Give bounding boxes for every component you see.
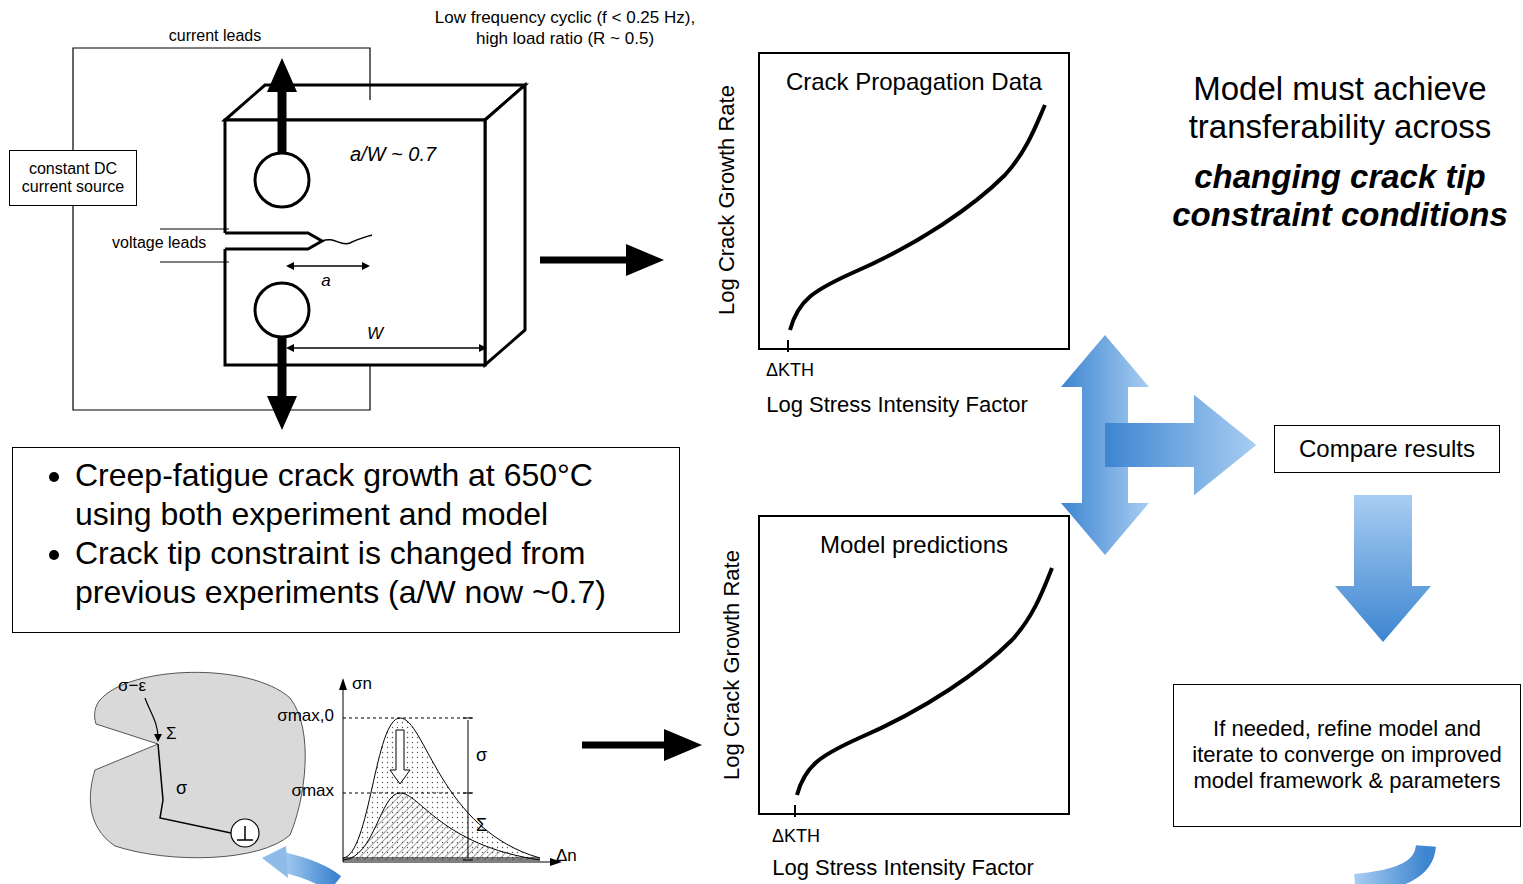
label: ΔKTH — [772, 826, 820, 847]
cohesive-zone-sketch — [231, 819, 259, 847]
wires — [160, 261, 229, 262]
dimension-lines — [362, 262, 370, 270]
label: Σ — [476, 815, 487, 836]
dimension-lines — [286, 262, 487, 352]
flow-arrows — [664, 729, 702, 761]
flow-arrows — [626, 244, 664, 276]
wires — [73, 48, 370, 410]
loop-arrows — [282, 846, 1426, 884]
traction-graph — [339, 678, 562, 866]
label: σ — [476, 745, 487, 766]
label: Σ — [166, 724, 177, 744]
cohesive-zone-sketch — [154, 734, 162, 742]
label: W — [367, 324, 383, 344]
label: ΔKTH — [766, 360, 814, 381]
box-text: If needed, refine model and iterate to c… — [1186, 716, 1508, 794]
label: a — [321, 271, 330, 291]
wires — [73, 48, 370, 150]
traction-graph — [343, 793, 540, 860]
traction-graph — [339, 678, 347, 690]
dimension-lines — [289, 347, 484, 348]
loop-arrow-head — [262, 846, 288, 878]
label: Log Stress Intensity Factor — [772, 855, 1034, 880]
load-arrows — [267, 58, 297, 92]
label: Low frequency cyclic (f < 0.25 Hz), — [435, 8, 695, 28]
load-arrows — [255, 153, 309, 207]
flow-arrow — [1105, 395, 1256, 495]
chart-frame: Crack Propagation Data — [758, 52, 1070, 350]
flow-arrow — [1105, 395, 1256, 495]
specimen — [485, 85, 525, 365]
specimen — [222, 85, 525, 365]
load-arrows — [278, 337, 287, 398]
traction-graph — [343, 793, 474, 794]
chart-curves — [790, 105, 1045, 330]
flow-arrow — [1335, 495, 1431, 642]
label: Δn — [556, 846, 577, 866]
cohesive-zone-sketch — [145, 698, 158, 738]
chart-curves — [797, 568, 1052, 795]
chart-curves — [787, 340, 789, 352]
chart-frame: Model predictions — [758, 515, 1070, 815]
traction-graph — [343, 688, 344, 862]
loop-arrows — [1355, 846, 1426, 884]
cohesive-zone-sketch — [158, 744, 231, 833]
label: Log Stress Intensity Factor — [766, 392, 1028, 417]
bullet-item: Creep-fatigue crack growth at 650°C usin… — [75, 456, 665, 534]
label: changing crack tip constraint conditions — [1160, 158, 1520, 234]
flow-arrows — [540, 257, 630, 264]
label: Log Crack Growth Rate — [719, 550, 744, 780]
traction-graph — [463, 718, 473, 719]
dimension-lines — [479, 344, 487, 352]
chart-curves — [794, 805, 796, 817]
flow-arrows — [582, 742, 668, 749]
label: Log Crack Growth Rate — [714, 85, 739, 315]
cohesive-zone-sketch — [90, 672, 305, 857]
load-arrows — [278, 90, 287, 153]
box-text: Model predictions — [760, 531, 1068, 559]
dimension-lines — [286, 262, 294, 270]
label: σ−ε — [118, 676, 146, 696]
bullet-list: Creep-fatigue crack growth at 650°C usin… — [13, 456, 665, 612]
label: σmax,0 — [277, 706, 334, 726]
note-box: Creep-fatigue crack growth at 650°C usin… — [12, 447, 680, 633]
wires — [73, 206, 370, 410]
specimen — [222, 233, 322, 249]
load-arrows — [255, 58, 309, 430]
box-text: constant DC current source — [16, 160, 130, 196]
cohesive-zone-sketch — [244, 826, 246, 840]
load-arrows — [255, 283, 309, 337]
wires — [160, 228, 229, 229]
label: σmax — [291, 781, 334, 801]
label: current leads — [169, 27, 262, 45]
dimension-lines — [288, 265, 364, 266]
label: high load ratio (R ~ 0.5) — [476, 29, 654, 49]
loop-arrows — [282, 862, 335, 884]
specimen — [322, 235, 372, 244]
traction-graph — [463, 793, 473, 794]
dimension-lines — [286, 344, 294, 352]
load-arrows — [267, 396, 297, 430]
label: σn — [352, 674, 372, 694]
cohesive-zone-sketch — [90, 672, 305, 857]
label: voltage leads — [112, 234, 206, 252]
process-box: Compare results — [1274, 425, 1500, 473]
traction-graph — [463, 860, 473, 861]
traction-graph — [343, 718, 474, 719]
label: σ — [176, 778, 187, 799]
traction-graph — [343, 862, 552, 863]
label: Model must achieve transferability acros… — [1160, 70, 1520, 146]
source-box: constant DC current source — [9, 150, 137, 206]
box-text: Crack Propagation Data — [760, 68, 1068, 96]
traction-graph — [468, 720, 469, 858]
chart-curves — [788, 105, 1052, 817]
traction-graph — [390, 730, 410, 784]
box-text: Compare results — [1283, 435, 1491, 463]
process-box: If needed, refine model and iterate to c… — [1173, 684, 1521, 827]
label: a/W ~ 0.7 — [350, 143, 436, 166]
bullet-item: Crack tip constraint is changed from pre… — [75, 534, 665, 612]
specimen — [225, 233, 322, 249]
